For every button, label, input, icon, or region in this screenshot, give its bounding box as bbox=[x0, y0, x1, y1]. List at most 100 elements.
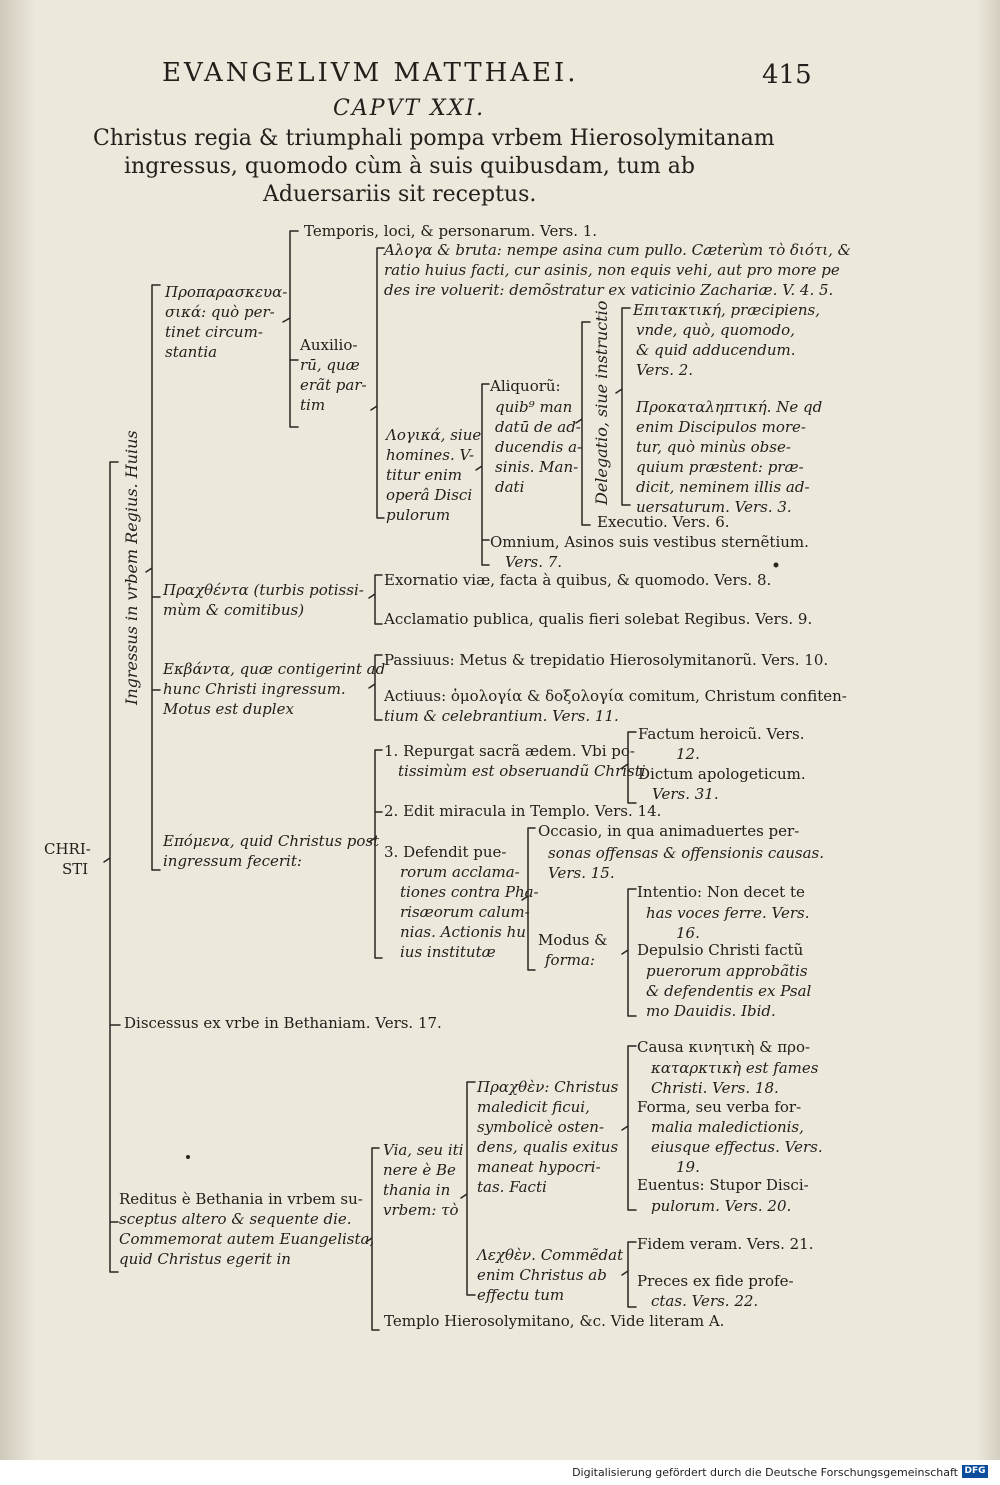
brace-ingressus bbox=[145, 284, 161, 871]
prokata-4: quium præstent: præ- bbox=[636, 458, 804, 476]
omnium-1: Omnium, Asinos suis vestibus sternẽtium. bbox=[490, 533, 809, 551]
temporis-text: Temporis, loci, & personarum. Vers. 1. bbox=[304, 222, 598, 240]
depulsio-1: Depulsio Christi factũ bbox=[637, 941, 804, 959]
reditus-1: Reditus è Bethania in vrbem su- bbox=[119, 1190, 363, 1208]
ink-dot bbox=[186, 1155, 190, 1159]
brace-prax bbox=[368, 574, 383, 625]
prop-label-2: σικά: quò per- bbox=[165, 303, 275, 321]
prop-label-4: stantia bbox=[165, 343, 218, 361]
via-3: thania in bbox=[383, 1181, 451, 1199]
title-line-2: ingressus, quomodo cùm à suis quibusdam,… bbox=[124, 154, 695, 179]
repurgat-1: 1. Repurgat sacrã ædem. Vbi po- bbox=[384, 742, 635, 760]
epitak-3: & quid adducendum. bbox=[636, 341, 796, 359]
lexthen-1: Λεχθὲν. Commẽdat bbox=[477, 1246, 624, 1264]
title-line-1: Christus regia & triumphali pompa vrbem … bbox=[93, 126, 775, 151]
passiuus-text: Passiuus: Metus & trepidatio Hierosolymi… bbox=[384, 651, 829, 669]
modus-2: forma: bbox=[545, 951, 595, 969]
aux-3: erãt par- bbox=[300, 376, 367, 394]
lexthen-3: effectu tum bbox=[477, 1286, 565, 1304]
occasio-3: Vers. 15. bbox=[548, 864, 615, 882]
prax-label-1: Πραχθέντα (turbis potissi- bbox=[163, 581, 364, 599]
edit-text: 2. Edit miracula in Templo. Vers. 14. bbox=[384, 802, 662, 820]
brace-prop bbox=[282, 230, 299, 428]
chapter-heading: CAPVT XXI. bbox=[333, 96, 486, 121]
root-sti: STI bbox=[62, 860, 89, 878]
defendit-4: risæorum calum- bbox=[400, 903, 530, 921]
brace-aux bbox=[370, 247, 385, 519]
delegatio-label: Delegatio, siue instructio bbox=[592, 300, 611, 505]
aux-1: Auxilio- bbox=[300, 336, 358, 354]
modus-1: Modus & bbox=[538, 931, 608, 949]
defendit-3: tiones contra Pha- bbox=[400, 883, 539, 901]
brace-logika bbox=[475, 383, 490, 566]
fidem-text: Fidem veram. Vers. 21. bbox=[637, 1235, 814, 1253]
aloga-1: Αλογα & bruta: nempe asina cum pullo. Cæ… bbox=[384, 241, 852, 259]
euentus-2: pulorum. Vers. 20. bbox=[651, 1197, 792, 1215]
logika-5: pulorum bbox=[386, 506, 451, 524]
praxthen-3: symbolicè osten- bbox=[477, 1118, 605, 1136]
logika-3: titur enim bbox=[386, 466, 463, 484]
epitak-4: Vers. 2. bbox=[636, 361, 694, 379]
factum-2: 12. bbox=[676, 745, 700, 763]
executio-text: Executio. Vers. 6. bbox=[597, 513, 730, 531]
repurgat-2: tissimùm est obseruandũ Christi bbox=[398, 762, 646, 780]
discessus-text: Discessus ex vrbe in Bethaniam. Vers. 17… bbox=[124, 1014, 442, 1032]
praxthen-1: Πραχθὲν: Christus bbox=[477, 1078, 619, 1096]
prokata-2: enim Discipulos more- bbox=[636, 418, 806, 436]
footer-text: Digitalisierung gefördert durch die Deut… bbox=[572, 1466, 958, 1479]
brace-lexthen bbox=[621, 1241, 637, 1308]
ekb-label-1: Εκβάντα, quæ contigerint ad bbox=[163, 660, 386, 678]
aux-2: rū, quæ bbox=[300, 356, 360, 374]
prokata-1: Προκαταληπτική. Ne qd bbox=[636, 398, 823, 416]
intentio-1: Intentio: Non decet te bbox=[637, 883, 805, 901]
aliquoru-4: ducendis a- bbox=[495, 438, 583, 456]
praxthen-5: maneat hypocri- bbox=[477, 1158, 601, 1176]
intentio-2: has voces ferre. Vers. bbox=[646, 904, 810, 922]
dictum-2: Vers. 31. bbox=[652, 785, 719, 803]
forma-4: 19. bbox=[676, 1158, 700, 1176]
depulsio-3: & defendentis ex Psal bbox=[646, 982, 812, 1000]
prokata-3: tur, quò minùs obse- bbox=[636, 438, 791, 456]
reditus-2: sceptus altero & sequente die. bbox=[119, 1210, 352, 1228]
templo-text: Templo Hierosolymitano, &c. Vide literam… bbox=[384, 1312, 725, 1330]
forma-1: Forma, seu verba for- bbox=[637, 1098, 802, 1116]
forma-3: eiusque effectus. Vers. bbox=[651, 1138, 823, 1156]
factum-1: Factum heroicũ. Vers. bbox=[638, 725, 805, 743]
euentus-1: Euentus: Stupor Disci- bbox=[637, 1176, 809, 1194]
actiuus-1: Actiuus: ὁμολογία & δοξολογία comitum, C… bbox=[384, 687, 847, 705]
prokata-5: dicit, neminem illis ad- bbox=[636, 478, 810, 496]
aliquoru-1: Aliquorũ: bbox=[490, 377, 561, 395]
epom-label-2: ingressum fecerit: bbox=[163, 852, 302, 870]
epom-label-1: Επόμενα, quid Christus post bbox=[163, 832, 380, 850]
via-4: vrbem: τὸ bbox=[383, 1201, 459, 1219]
acclamatio-text: Acclamatio publica, qualis fieri solebat… bbox=[384, 610, 813, 628]
via-1: Via, seu iti bbox=[383, 1141, 464, 1159]
actiuus-2: tium & celebrantium. Vers. 11. bbox=[384, 707, 619, 725]
praxthen-2: maledicit ficui, bbox=[477, 1098, 590, 1116]
intentio-3: 16. bbox=[676, 924, 700, 942]
ekb-label-2: hunc Christi ingressum. bbox=[163, 680, 346, 698]
occasio-2: sonas offensas & offensionis causas. bbox=[548, 844, 824, 862]
occasio-1: Occasio, in qua animaduertes per- bbox=[538, 822, 800, 840]
depulsio-4: mo Dauidis. Ibid. bbox=[646, 1002, 776, 1020]
via-2: nere è Be bbox=[383, 1161, 456, 1179]
reditus-3: Commemorat autem Euangelista, bbox=[119, 1230, 375, 1248]
defendit-5: nias. Actionis hu bbox=[400, 923, 526, 941]
preces-2: ctas. Vers. 22. bbox=[651, 1292, 759, 1310]
ink-dot-2 bbox=[773, 562, 779, 568]
dfg-logo: DFG bbox=[962, 1465, 988, 1478]
root-chri: CHRI- bbox=[44, 840, 91, 858]
defendit-6: ius institutæ bbox=[400, 943, 496, 961]
aliquoru-2: quib⁹ man bbox=[495, 398, 573, 416]
logika-1: Λογικά, siue bbox=[386, 426, 482, 444]
aliquoru-3: datū de ad- bbox=[495, 418, 581, 436]
dictum-1: Dictum apologeticum. bbox=[638, 765, 806, 783]
epitak-1: Επιτακτική, præcipiens, bbox=[633, 301, 820, 319]
brace-praxthen bbox=[621, 1045, 637, 1211]
epitak-2: vnde, quò, quomodo, bbox=[636, 321, 795, 339]
aliquoru-6: dati bbox=[495, 478, 525, 496]
prop-label-1: Προπαρασκευα- bbox=[165, 283, 288, 301]
reditus-4: quid Christus egerit in bbox=[119, 1250, 291, 1268]
